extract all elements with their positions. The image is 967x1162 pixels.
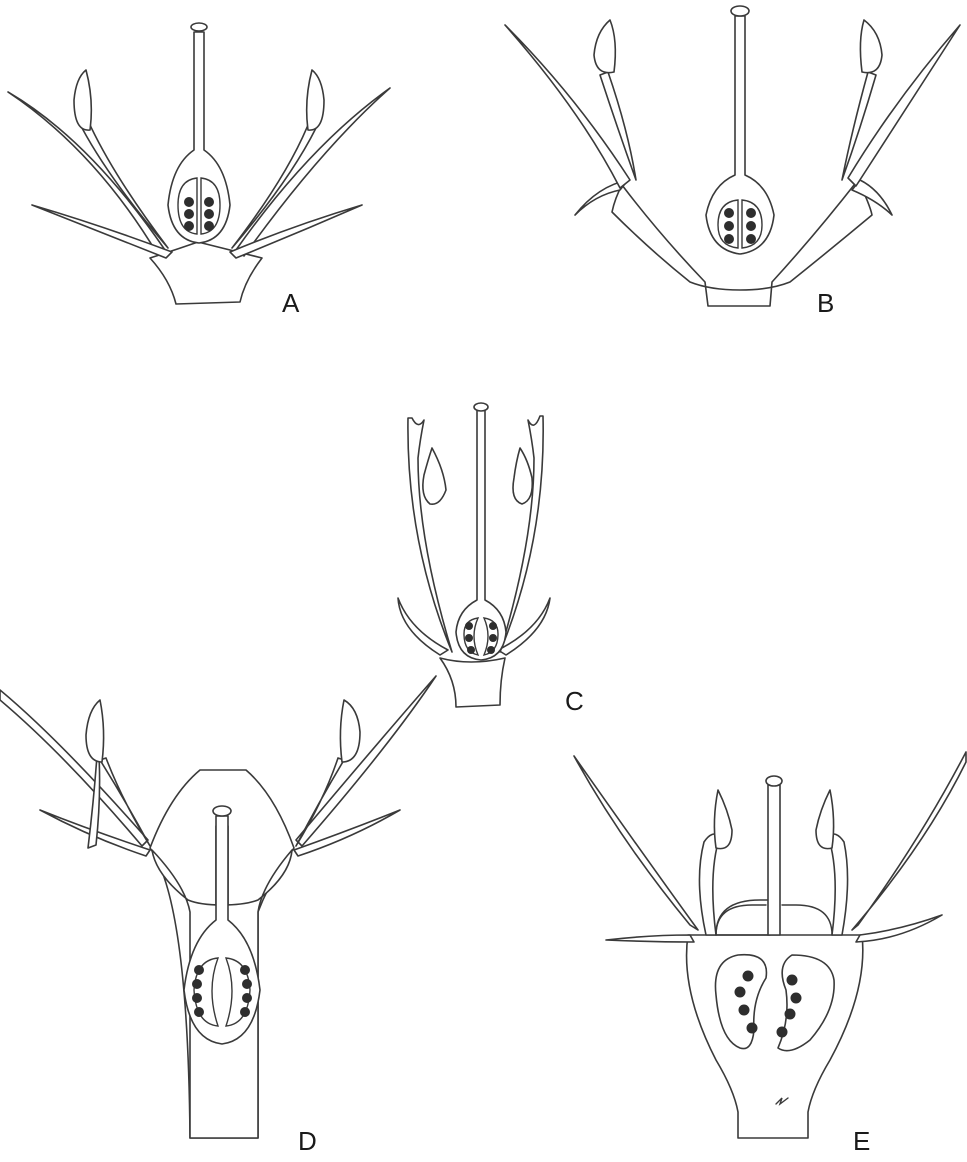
stigma-b <box>731 6 749 16</box>
floral-cup-top-e-right <box>782 905 832 935</box>
pistil-a <box>168 32 230 243</box>
petal-d-right-outer <box>296 676 436 846</box>
anther-a-left <box>74 70 91 130</box>
pistil-b <box>706 16 774 254</box>
stigma-c <box>474 403 488 411</box>
ovule <box>193 994 202 1003</box>
ovule <box>466 623 473 630</box>
anther-b-right <box>860 20 882 73</box>
ovule <box>725 222 734 231</box>
anther-d-left <box>86 700 104 762</box>
ovule <box>243 980 252 989</box>
ovule <box>185 222 194 231</box>
panel-label-a: A <box>282 290 299 316</box>
stigma-e <box>766 776 782 786</box>
stamen-arch-e-left <box>699 834 720 935</box>
anther-a-right <box>307 70 324 130</box>
ovule <box>739 1005 749 1015</box>
anther-d-right <box>340 700 360 762</box>
ovule <box>195 1008 204 1017</box>
flower-diagram-e <box>574 752 966 1138</box>
ovule <box>747 222 756 231</box>
ovule <box>241 966 250 975</box>
flower-diagram-a <box>8 23 390 304</box>
ovule <box>735 987 745 997</box>
ovule <box>466 635 473 642</box>
anther-e-left <box>714 790 732 849</box>
panel-label-d: D <box>298 1128 317 1154</box>
petal-e-right-outer <box>852 752 966 930</box>
anther-c-right <box>513 448 532 504</box>
ovule <box>747 235 756 244</box>
ovule <box>185 198 194 207</box>
ovule <box>468 647 475 654</box>
ovule <box>205 222 214 231</box>
ovule <box>205 210 214 219</box>
ovule <box>243 994 252 1003</box>
stamen-arch-e-right <box>828 834 848 935</box>
ovule <box>193 980 202 989</box>
anther-e-right <box>816 790 834 849</box>
ovule <box>241 1008 250 1017</box>
receptacle-c <box>440 658 505 707</box>
ovule <box>725 209 734 218</box>
sepal-e-right <box>856 915 942 942</box>
ovule <box>743 971 753 981</box>
panel-label-b: B <box>817 290 834 316</box>
pistil-c <box>456 410 506 660</box>
anther-b-left <box>594 20 615 73</box>
ovule <box>787 975 797 985</box>
flower-diagram-c <box>398 403 550 707</box>
ovule <box>490 635 497 642</box>
flower-diagram-b <box>505 6 960 306</box>
ovule <box>747 1023 757 1033</box>
ovule <box>185 210 194 219</box>
ovule <box>195 966 204 975</box>
ovule <box>777 1027 787 1037</box>
ovule <box>205 198 214 207</box>
ovule <box>785 1009 795 1019</box>
stigma-d <box>213 806 231 816</box>
ovary-body-e <box>687 935 863 1138</box>
ovule <box>747 209 756 218</box>
ovule <box>488 647 495 654</box>
panel-label-c: C <box>565 688 584 714</box>
sepal-c-left <box>398 598 448 655</box>
ovule <box>725 235 734 244</box>
ovule <box>791 993 801 1003</box>
panel-label-e: E <box>853 1128 870 1154</box>
petal-e-left-outer <box>574 756 698 930</box>
style-e <box>768 785 780 935</box>
sepal-e-left <box>606 935 694 942</box>
stigma-a <box>191 23 207 31</box>
flower-diagram-d <box>0 676 436 1138</box>
ovule <box>490 623 497 630</box>
floral-cup-top-e <box>716 905 766 935</box>
anther-c-left <box>423 448 446 504</box>
